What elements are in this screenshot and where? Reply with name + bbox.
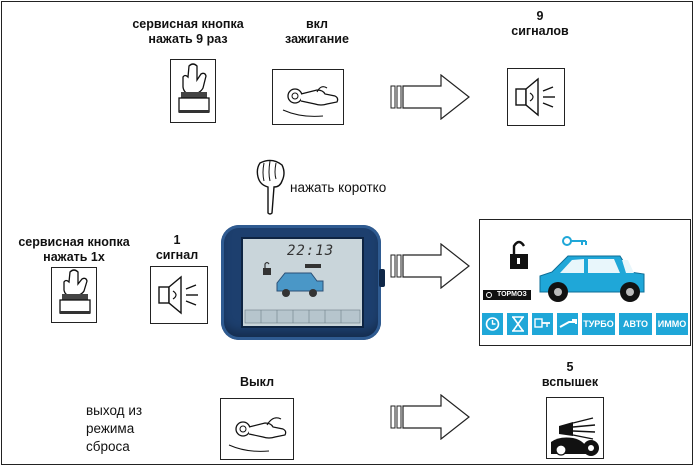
- finger-press-icon: [256, 159, 285, 215]
- flashing-lights-box: [546, 397, 604, 459]
- ignition-key-icon: [282, 86, 339, 117]
- ignition-key-off-icon: [228, 417, 287, 452]
- mode-turbo: ТУРБО: [582, 313, 615, 335]
- brake-dot: [486, 292, 492, 298]
- one-signal-label: 1 сигнал: [155, 233, 199, 262]
- brake-label: ТОРМОЗ: [497, 291, 527, 298]
- ignition-key-box-2: [220, 398, 294, 460]
- service-button-box-2: [51, 267, 97, 323]
- service-button-1-label: сервисная кнопка нажать 1х: [18, 235, 130, 264]
- siren-icon-2: [158, 275, 198, 315]
- press-briefly-label: нажать коротко: [290, 180, 387, 195]
- remote-time: 22:13: [287, 243, 335, 259]
- service-button-press-icon: [178, 63, 210, 113]
- remote-key-fob: 22:13: [221, 225, 385, 340]
- nine-signals-label: 9 сигналов: [511, 9, 569, 38]
- arrow-right-2: [390, 243, 470, 289]
- flashing-lights-icon: [551, 417, 599, 456]
- five-flashes-label: 5 вспышек: [541, 360, 599, 389]
- ignition-key-box-1: [272, 69, 344, 125]
- ignition-on-label: вкл зажигание: [285, 17, 349, 46]
- mode-immo: ИММО: [656, 313, 688, 335]
- remote-side-button: [379, 269, 385, 287]
- service-button-box-1: [170, 59, 216, 123]
- arrow-right-1: [390, 74, 470, 120]
- mode-auto: АВТО: [619, 313, 652, 335]
- arrow-right-3: [390, 394, 470, 440]
- siren-box-1: [507, 68, 565, 126]
- display-panel: ТОРМОЗ ТУРБО АВТО ИММО: [479, 219, 691, 346]
- service-button-9-label: сервисная кнопка нажать 9 раз: [132, 17, 244, 46]
- service-button-press-icon-2: [59, 269, 91, 314]
- siren-icon: [515, 77, 555, 117]
- off-label: Выкл: [239, 375, 275, 389]
- remote-lcd: 22:13: [241, 237, 364, 328]
- remote-lcd-graphics: [244, 261, 361, 324]
- exit-reset-label: выход из режима сброса: [86, 403, 143, 454]
- display-graphics: [482, 236, 645, 335]
- siren-box-2: [150, 266, 208, 324]
